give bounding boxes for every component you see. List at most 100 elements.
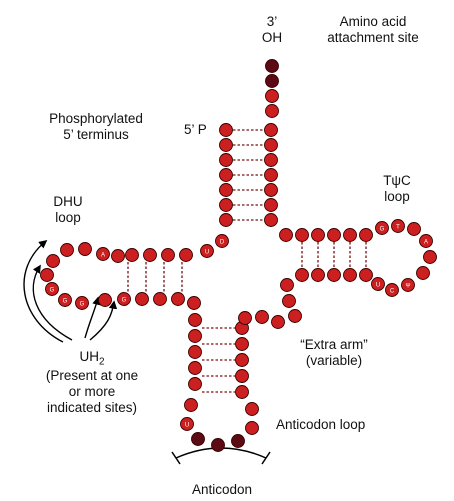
- uh2-arrow-2: [32, 264, 73, 341]
- phosphorylated-terminus-label: Phosphorylated 5’ terminus: [49, 111, 143, 142]
- anticodon-bracket-right-cap: [261, 451, 271, 465]
- nucleotide: [295, 228, 309, 242]
- nucleotide: [187, 296, 201, 310]
- nucleotide: [407, 222, 421, 236]
- nucleotide: [343, 268, 357, 282]
- nucleotide: [219, 153, 233, 167]
- nucleotide-letter: D: [220, 240, 225, 246]
- nucleotide: [188, 345, 202, 359]
- nucleotide: [219, 168, 233, 182]
- nucleotide: [60, 243, 74, 257]
- uh2-arrows: [23, 239, 118, 343]
- nucleotide: [191, 432, 205, 446]
- nucleotide: [180, 417, 194, 431]
- nucleotide: [327, 228, 341, 242]
- nucleotide: [45, 282, 59, 296]
- nucleotide: [135, 292, 149, 306]
- nucleotide: [219, 138, 233, 152]
- oh-label: OH: [261, 30, 283, 45]
- nucleotide-letter: U: [376, 283, 380, 289]
- anticodon-label: Anticodon: [191, 482, 253, 497]
- uh2-label: UH2: [79, 349, 105, 368]
- nucleotide: [117, 292, 131, 306]
- nucleotide: [78, 242, 92, 256]
- nucleotide: [288, 309, 302, 323]
- nucleotide-letter: Ψ: [405, 284, 410, 290]
- nucleotide: [265, 59, 279, 73]
- nucleotide: [40, 268, 54, 282]
- nucleotide: [265, 74, 279, 88]
- nucleotide: [264, 168, 278, 182]
- nucleotide: [282, 294, 296, 308]
- base-pair-lines: [127, 129, 367, 393]
- nucleotide: [111, 249, 125, 263]
- nucleotide: [98, 293, 112, 307]
- nucleotide: [184, 398, 198, 412]
- uh2-arrow-3: [84, 296, 101, 339]
- nucleotide-letter: A: [424, 240, 428, 246]
- nucleotide: [179, 248, 193, 262]
- nucleotide: [265, 89, 279, 103]
- five-prime-p-label: 5’ P: [184, 122, 207, 137]
- nucleotide: [265, 104, 279, 118]
- nucleotide: [311, 228, 325, 242]
- nucleotide: [58, 293, 72, 307]
- tpsic-loop-label: TψC loop: [383, 173, 411, 204]
- nucleotide: [188, 377, 202, 391]
- nucleotide: [279, 228, 293, 242]
- nucleotide: [231, 434, 245, 448]
- nucleotide-letter: G: [80, 302, 85, 308]
- nucleotide: [375, 221, 389, 235]
- nucleotide-letter: G: [63, 299, 68, 305]
- uh2-arrow-1: [23, 239, 64, 343]
- nucleotide: [235, 385, 249, 399]
- nucleotide-letter: G: [122, 298, 127, 304]
- nucleotide-letter: C: [390, 289, 395, 295]
- nucleotide-letter: G: [380, 227, 385, 233]
- nucleotide: [264, 198, 278, 212]
- nucleotide: [171, 292, 185, 306]
- nucleotide: [235, 353, 249, 367]
- nucleotide: [211, 438, 225, 452]
- nucleotide: [264, 123, 278, 137]
- three-prime-label: 3’ OH: [255, 14, 289, 46]
- nucleotide: [423, 250, 437, 264]
- nucleotide: [280, 278, 294, 292]
- nucleotide: [245, 402, 259, 416]
- nucleotide: [200, 244, 214, 258]
- extra-arm-label: “Extra arm” (variable): [300, 337, 368, 368]
- nucleotide: [359, 228, 373, 242]
- nucleotide: [188, 313, 202, 327]
- nucleotide: [153, 292, 167, 306]
- nucleotide: [219, 198, 233, 212]
- nucleotide: [255, 310, 269, 324]
- nucleotide: [188, 361, 202, 375]
- dhu-loop-label: DHU loop: [53, 194, 83, 225]
- nucleotide: [219, 183, 233, 197]
- nucleotide: [238, 311, 252, 325]
- nucleotide: [391, 219, 405, 233]
- nucleotide: [401, 278, 415, 292]
- nucleotide: [188, 329, 202, 343]
- nucleotide: [311, 268, 325, 282]
- nucleotide-letter: G: [50, 288, 55, 294]
- nucleotide: [419, 234, 433, 248]
- nucleotide: [343, 228, 357, 242]
- nucleotide-letter: A: [101, 253, 105, 259]
- nucleotide-letter: U: [205, 250, 209, 256]
- anticodon-loop-label: Anticodon loop: [276, 417, 366, 432]
- nucleotide: [371, 277, 385, 291]
- nucleotide: [359, 268, 373, 282]
- nucleotide: [264, 213, 278, 227]
- nucleotide: [295, 268, 309, 282]
- nucleotide-letter: T: [396, 225, 400, 231]
- anticodon-bracket-left-cap: [171, 451, 181, 465]
- nucleotides: [40, 59, 437, 452]
- nucleotide: [271, 315, 285, 329]
- uh2-arrow-4: [89, 300, 118, 341]
- nucleotide-letter: U: [185, 423, 189, 429]
- nucleotide: [264, 183, 278, 197]
- nucleotide: [235, 369, 249, 383]
- nucleotide: [125, 248, 139, 262]
